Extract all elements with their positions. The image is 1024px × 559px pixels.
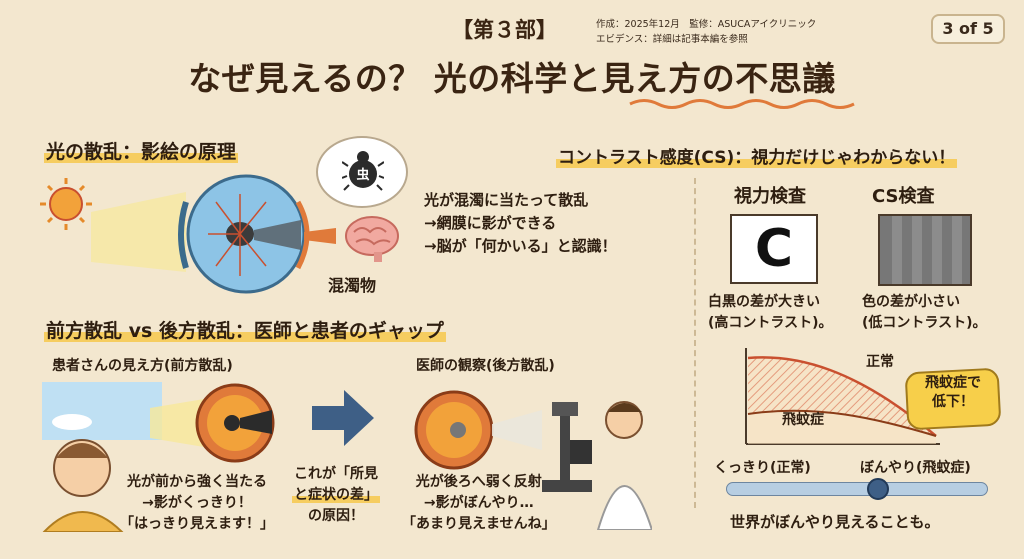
floaters-label: 飛蚊症 <box>782 412 824 428</box>
slider-left-label: くっきり(正常) <box>714 460 811 476</box>
scatter-explanation: 光が混濁に当たって散乱 →網膜に影ができる →脳が「何かいる」と認識！ <box>424 189 617 258</box>
sun-icon <box>40 178 92 230</box>
doctor-caption: 医師の観察(後方散乱) <box>416 358 555 374</box>
clarity-slider-knob[interactable] <box>866 478 889 500</box>
light-beam <box>91 192 186 272</box>
gap-line-3: の原因！ <box>308 508 364 524</box>
acuity-label: 視力検査 <box>734 186 806 207</box>
right-arrow-icon <box>312 390 374 446</box>
acuity-description: 白黒の差が大きい (高コントラスト)。 <box>708 292 833 334</box>
landolt-c: C <box>754 219 794 279</box>
cs-desc-line-1: 色の差が小さい <box>862 294 960 310</box>
gap-explanation: これが「所見 と症状の差」 の原因！ <box>292 464 380 527</box>
scatter-heading: 光の散乱：影絵の原理 <box>44 141 239 163</box>
scatter-line-3: →脳が「何かいる」と認識！ <box>424 237 617 255</box>
scatter-line-1: 光が混濁に当たって散乱 <box>424 191 589 209</box>
cs-desc-line-2: (低コントラスト)。 <box>862 315 987 331</box>
bug-char: 虫 <box>356 168 370 183</box>
normal-label: 正常 <box>866 354 894 370</box>
doctor-exam-illustration <box>414 390 652 530</box>
contrast-grating-card <box>878 214 972 286</box>
decline-line-1: 飛蚊症で <box>925 375 981 391</box>
patient-illustration <box>42 382 162 532</box>
decline-burst-text: 飛蚊症で 低下！ <box>906 374 1000 412</box>
doctor-line-3: 「あまり見えませんね」 <box>402 516 556 532</box>
doctor-line-2: →影がぼんやり… <box>423 495 534 511</box>
brain-icon <box>345 216 399 262</box>
doctor-explanation: 光が後ろへ弱く反射 →影がぼんやり… 「あまり見えませんね」 <box>402 472 556 535</box>
decline-line-2: 低下！ <box>932 394 974 410</box>
patient-line-2: →影がくっきり！ <box>142 495 252 511</box>
page-indicator: 3 of 5 <box>931 14 1005 44</box>
eye-scatter-illustration <box>40 174 336 294</box>
doctor-line-1: 光が後ろへ弱く反射 <box>415 474 542 490</box>
cs-heading: コントラスト感度(CS)：視力だけじゃわからない！ <box>556 148 958 168</box>
forward-back-heading: 前方散乱 vs 後方散乱：医師と患者のギャップ <box>44 320 446 342</box>
cs-label: CS検査 <box>872 186 935 207</box>
patient-caption: 患者さんの見え方(前方散乱) <box>52 358 233 374</box>
landolt-c-card <box>730 214 818 284</box>
floater-label: 混濁物 <box>328 276 377 295</box>
eye-cross-section <box>178 174 336 294</box>
clarity-slider[interactable] <box>726 482 988 496</box>
part-label: 【第３部】 <box>452 18 557 42</box>
scatter-line-2: →網膜に影ができる <box>424 214 557 232</box>
title-underline-wave <box>629 99 855 109</box>
cs-description: 色の差が小さい (低コントラスト)。 <box>862 292 987 334</box>
acuity-desc-line-2: (高コントラスト)。 <box>708 315 833 331</box>
cs-curve-chart <box>745 348 940 445</box>
meta-author-line: 作成：2025年12月 監修：ASUCAアイクリニック <box>596 19 817 30</box>
patient-explanation: 光が前から強く当たる →影がくっきり！ 「はっきり見えます！」 <box>120 472 274 535</box>
patient-line-3: 「はっきり見えます！」 <box>120 516 274 532</box>
floaters-curve <box>747 409 937 437</box>
gap-line-2: と症状の差」 <box>292 487 380 503</box>
patient-eye-illustration <box>150 383 275 463</box>
page-title: なぜ見えるの？ 光の科学と見え方の不思議 <box>188 59 836 98</box>
slider-right-label: ぼんやり(飛蚊症) <box>860 460 971 476</box>
section-divider <box>694 178 696 508</box>
gap-line-1: これが「所見 <box>294 466 378 482</box>
patient-line-1: 光が前から強く当たる <box>127 474 267 490</box>
cs-footer: 世界がぼんやり見えることも。 <box>730 513 940 531</box>
acuity-desc-line-1: 白黒の差が大きい <box>708 294 820 310</box>
bug-icon <box>342 151 384 191</box>
meta-evidence-line: エビデンス：詳細は記事本編を参照 <box>596 34 748 45</box>
meta-info: 作成：2025年12月 監修：ASUCAアイクリニック エビデンス：詳細は記事本… <box>596 17 816 47</box>
